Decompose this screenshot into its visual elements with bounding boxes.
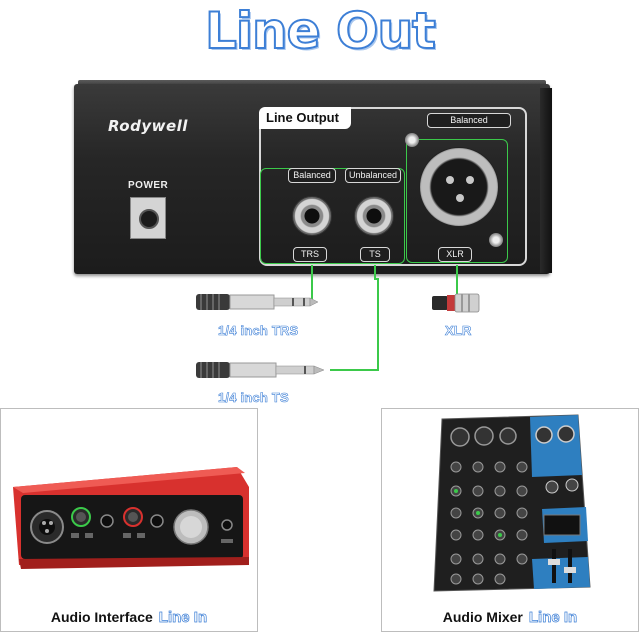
trs-plug-label: 1/4 inch TRS	[218, 323, 298, 338]
audio-interface-card: Audio Interface Line In	[0, 408, 258, 632]
ts-plug-icon	[196, 362, 324, 378]
audio-mixer-card: Audio Mixer Line In	[381, 408, 639, 632]
audio-mixer-illustration	[382, 409, 638, 599]
xlr-plug-icon	[432, 294, 479, 312]
audio-interface-line-in: Line In	[159, 609, 207, 626]
xlr-plug-label: XLR	[445, 323, 472, 338]
ts-wire	[330, 265, 378, 370]
audio-interface-label: Audio Interface	[51, 609, 153, 625]
audio-interface-illustration	[1, 409, 257, 599]
audio-mixer-line-in: Line In	[529, 609, 577, 626]
audio-mixer-label: Audio Mixer	[443, 609, 523, 625]
trs-plug-icon	[196, 294, 318, 310]
ts-plug-label: 1/4 inch TS	[218, 390, 289, 405]
